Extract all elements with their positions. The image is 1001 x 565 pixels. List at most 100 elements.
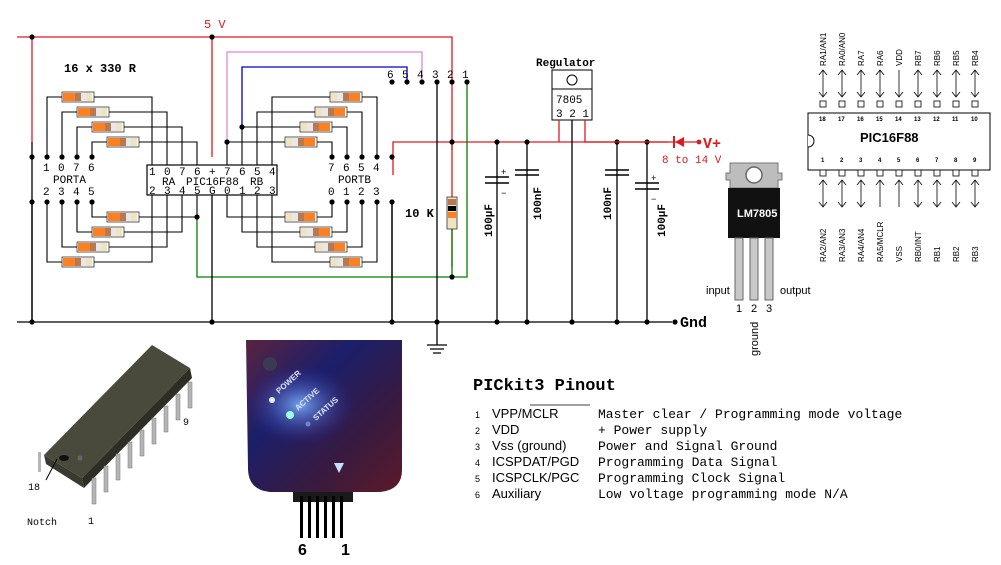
port-pin-label: 7 [328,163,335,175]
pin-label: RA4/AN4 [857,228,866,262]
pin-pad [895,169,903,177]
mcu-pin-label: 2 [254,186,261,198]
lm7805-package: LM7805 [725,162,783,301]
arrow-down-icon [894,91,904,98]
led-power-icon [269,397,275,403]
wire-pgd [241,66,408,127]
arrow-bidirectional-icon [837,179,847,208]
pin-pad [952,100,960,108]
resistor [76,106,110,118]
pickit-header-pin [324,496,327,538]
pin-label: RB0/INT [914,231,923,262]
port-pin-label: 1 [343,187,350,199]
pin-number: 13 [914,117,921,123]
pinout-row-signal: Auxiliary [492,486,542,501]
pin-number: 11 [952,117,959,123]
pin-label: RA2/AN2 [819,228,828,262]
header-pin [389,154,395,160]
arrow-bidirectional-icon [875,69,885,98]
pinout-row-signal: Vss (ground) [492,438,566,453]
pinout-row-number: 4 [475,458,480,468]
pickit-header-pin [316,496,319,538]
port-pin-label: 5 [358,163,365,175]
resistor [314,241,348,253]
pin-number: 1 [821,158,825,164]
pickit-pin-1: 1 [341,542,350,559]
arrow-bidirectional-icon [837,69,847,98]
pin-number: 2 [840,158,844,164]
mcu-pin-label: 1 [149,167,156,179]
pin-number: 9 [973,158,977,164]
port-pin-label: 0 [58,163,65,175]
resistor [91,121,125,133]
regulator: 7805 3 2 1 [551,69,593,121]
pin-pad [857,100,865,108]
pinout-row-description: Master clear / Programming mode voltage [598,407,902,422]
pin-pad [933,100,941,108]
mcu-ra-label: RA [162,177,176,189]
pinout-row-signal: VDD [492,422,519,437]
regulator-pins: 3 2 1 [556,109,589,121]
pin-label: VSS [895,246,904,262]
icsp-pin-label: 5 [402,70,409,82]
lm7805-part: LM7805 [737,208,777,220]
pin-label: RA5/MCLR [876,221,885,262]
arrow-bidirectional-icon [913,69,923,98]
dip-leg [151,417,157,445]
lm7805-pin-name: input [706,285,730,297]
resistor [299,121,333,133]
pin-label: RB5 [952,50,961,66]
resistor [61,91,95,103]
cap-minus: − [651,195,656,205]
pin-label: RB7 [914,50,923,66]
port-pin-label: 6 [343,163,350,175]
cap-plus: + [651,174,656,184]
port-pin-label: 2 [358,187,365,199]
icsp-pin-label: 1 [462,70,469,82]
diode [673,136,702,148]
pin-number: 16 [857,117,864,123]
resistor-note: 16 x 330 R [64,62,137,76]
pin-number: 12 [933,117,940,123]
mcu-pin-label: 0 [164,167,171,179]
cap-minus: − [501,189,506,199]
pin-label: RA6 [876,50,885,66]
icsp-pin-label: 6 [387,70,394,82]
resistor [61,256,95,268]
pin-pad [914,100,922,108]
pin-pad [838,100,846,108]
resistor [329,256,363,268]
cap-label: 100µF [484,204,496,237]
pinout-row-description: Power and Signal Ground [598,439,777,454]
resistor [284,211,318,223]
arrow-bidirectional-icon [951,69,961,98]
supply-rail-5v [17,36,668,267]
cap-label: 100nF [533,187,545,220]
pinout-row-number: 6 [475,490,480,500]
pin-label: RB3 [971,246,980,262]
pin-pad [895,100,903,108]
dip-leg [91,477,97,505]
capacitors [485,169,659,190]
input-range: 8 to 14 V [662,155,722,167]
pin-number: 4 [878,158,882,164]
pic-pinout-name: PIC16F88 [860,130,919,145]
pin-pad [819,169,827,177]
pinout-row-signal: ICSPDAT/PGD [492,454,579,469]
pickit-header-pin [300,496,303,538]
pin-label: RA3/AN3 [838,228,847,262]
port-pin-label: 4 [73,187,80,199]
icsp-pin [434,79,440,85]
mcu-pin-label: + [209,167,216,179]
led-active-icon [286,411,294,419]
resistor [314,106,348,118]
pin-pad [952,169,960,177]
input-label: V+ [703,136,721,153]
pin-pad [857,169,865,177]
pickit-pin-6: 6 [298,542,307,559]
mcu-pin-label: 7 [179,167,186,179]
pinout-row-number: 3 [475,442,480,452]
arrow-bidirectional-icon [951,179,961,208]
